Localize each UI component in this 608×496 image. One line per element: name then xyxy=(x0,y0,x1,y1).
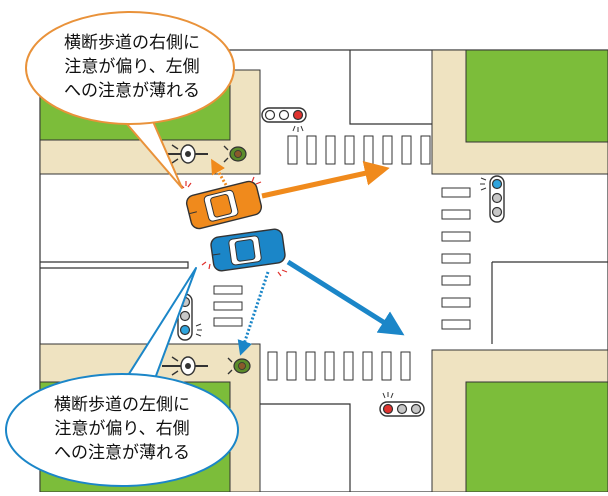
arrow-icon xyxy=(261,161,390,199)
traffic-signal-icon xyxy=(480,175,505,223)
traffic-signal-icon xyxy=(379,392,425,417)
crosswalk-bottom xyxy=(267,351,411,381)
cyclist-icon xyxy=(162,356,208,376)
traffic-signal-icon xyxy=(261,107,307,132)
lane-lines xyxy=(40,50,608,492)
callout-top-line-1: 横断歩道の右側に xyxy=(64,33,200,53)
arrow-icon xyxy=(286,259,405,336)
cyclist-icon xyxy=(162,144,208,164)
callout-bottom-line-1: 横断歩道の左側に xyxy=(54,395,190,415)
crosswalk-right xyxy=(441,187,471,330)
callout-top-line-2: 注意が偏り、左側 xyxy=(64,57,199,77)
callout-bottom: 横断歩道の左側に 注意が偏り、右側 への注意が薄れる xyxy=(5,267,239,487)
block-bottom-right xyxy=(431,349,608,493)
crosswalk-top xyxy=(287,135,431,165)
pedestrian-icon xyxy=(227,357,251,375)
callout-top-line-3: への注意が薄れる xyxy=(64,81,200,101)
callout-bottom-line-3: への注意が薄れる xyxy=(54,443,190,463)
pedestrian-icon xyxy=(223,145,247,163)
brake-marks xyxy=(179,176,288,277)
car-icon xyxy=(185,180,263,230)
callout-bottom-line-2: 注意が偏り、右側 xyxy=(54,419,189,439)
block-top-right xyxy=(431,49,608,175)
callout-top: 横断歩道の右側に 注意が偏り、左側 への注意が薄れる xyxy=(25,11,235,189)
sight-line-blue xyxy=(237,271,270,356)
crosswalk-left xyxy=(213,285,243,327)
car-icon xyxy=(210,228,286,272)
